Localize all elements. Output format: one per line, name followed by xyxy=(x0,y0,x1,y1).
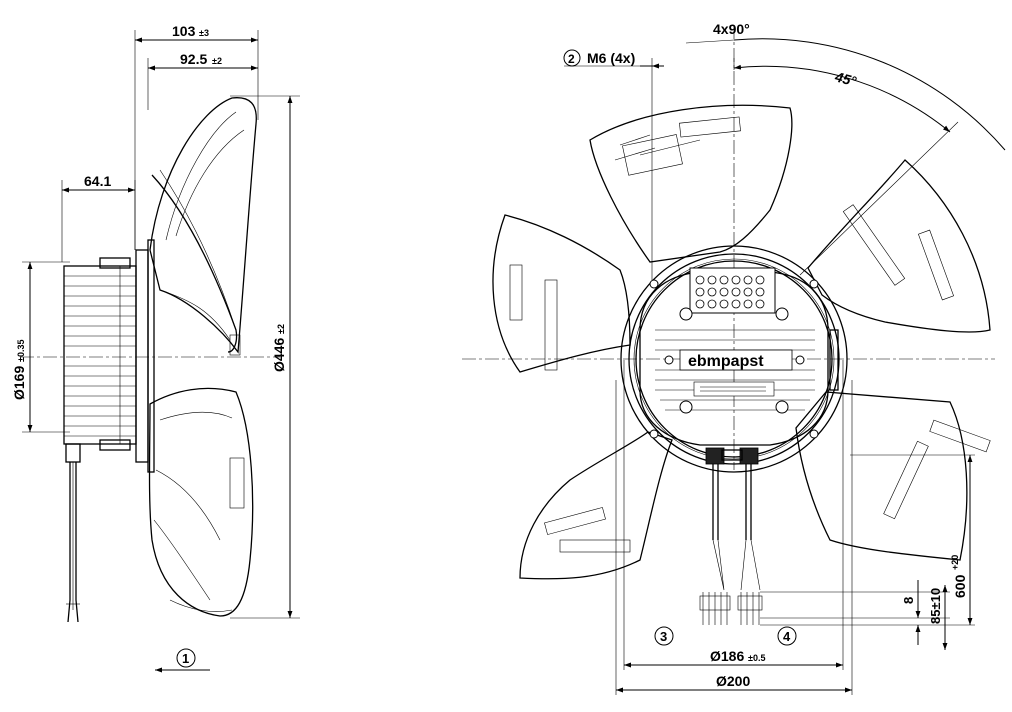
dim-cable-length-tol: +20 xyxy=(950,555,960,570)
airflow-arrow: 1 xyxy=(155,648,210,673)
dim-angle-pattern: 4x90° xyxy=(713,21,750,37)
front-view: ebmpapst xyxy=(462,21,1006,695)
dim-motor-dia-tol: ±0.35 xyxy=(16,340,26,362)
thread-callout-text: M6 (4x) xyxy=(587,50,635,66)
dim-motor-depth: 64.1 xyxy=(84,173,111,189)
side-view: 103 ±3 92.5 ±2 64.1 Ø169 ±0.35 Ø446 ±2 xyxy=(11,23,300,673)
dim-cable-length: 600 xyxy=(952,574,968,598)
dim-depth-2: 92.5 xyxy=(180,51,207,67)
callout-right-cable: 4 xyxy=(783,629,791,644)
dim-depth-2-tol: ±2 xyxy=(212,56,222,66)
dim-fan-dia-tol: ±2 xyxy=(276,324,286,334)
dim-fan-dia: Ø446 xyxy=(271,338,287,372)
airflow-callout: 1 xyxy=(182,651,189,666)
brand-logo: ebmpapst xyxy=(688,353,764,370)
hub-front: ebmpapst xyxy=(620,245,848,473)
fan-blades-front xyxy=(492,104,991,580)
dim-bolt-circle: Ø186 xyxy=(710,648,744,664)
dim-lead-length: 85±10 xyxy=(928,588,943,624)
cable-side xyxy=(65,443,81,623)
cable-glands-front xyxy=(705,447,759,465)
blades-side xyxy=(148,97,257,617)
dim-bolt-circle-tol: ±0.5 xyxy=(748,653,765,663)
dim-strip-length: 8 xyxy=(901,597,916,604)
dim-flange-dia: Ø200 xyxy=(716,673,750,689)
callout-left-cable: 3 xyxy=(660,629,667,644)
motor-body-side xyxy=(63,239,155,473)
dim-overall-depth-tol: ±3 xyxy=(199,28,209,38)
dim-motor-dia: Ø169 xyxy=(11,366,27,400)
dim-overall-depth: 103 xyxy=(172,23,196,39)
thread-callout-num: 2 xyxy=(568,52,575,66)
cables-front xyxy=(699,464,763,625)
dim-angle-offset: 45° xyxy=(832,68,858,89)
